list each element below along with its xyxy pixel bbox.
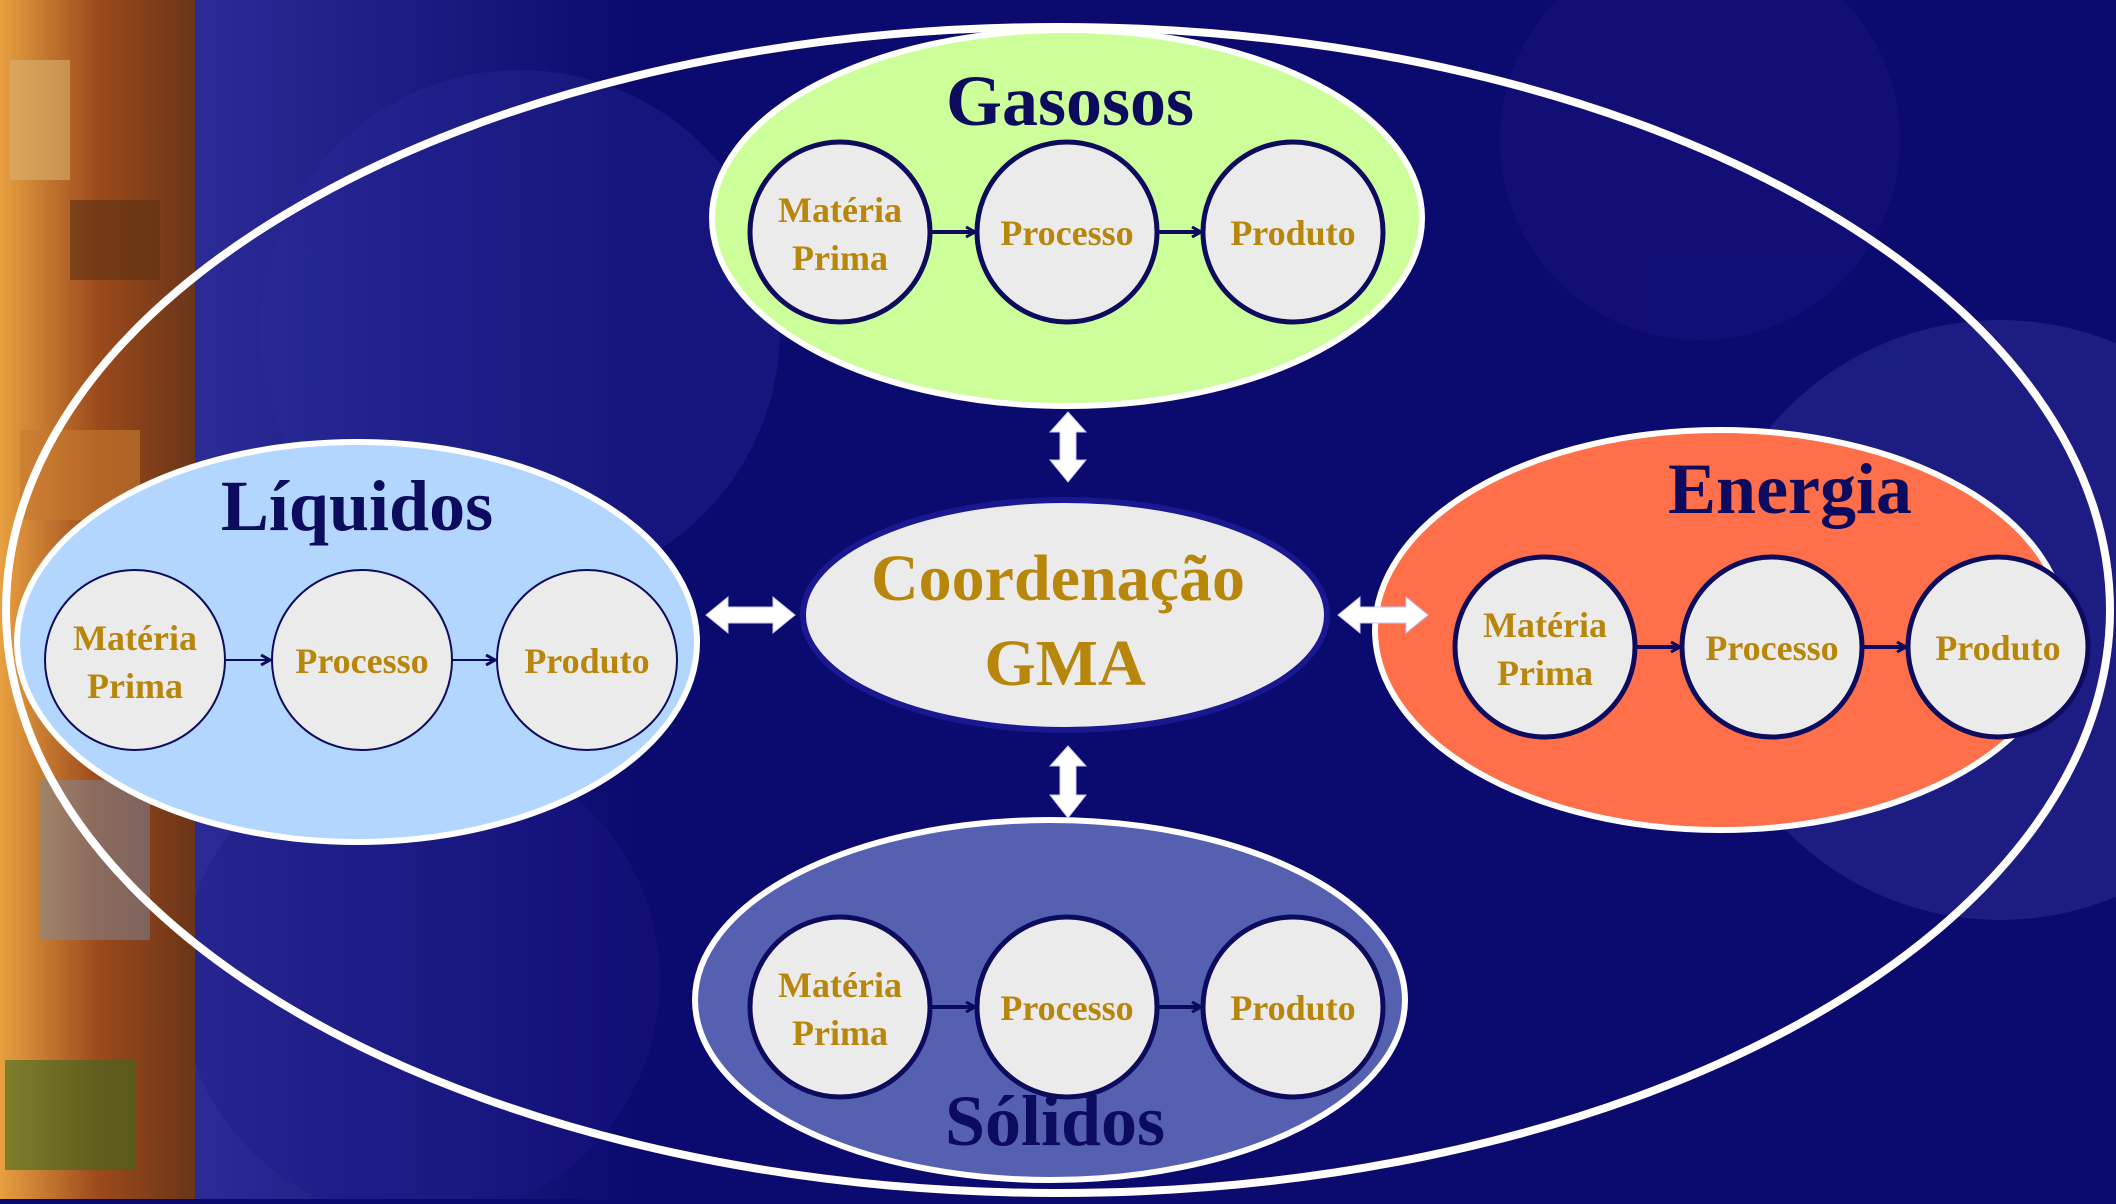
energia-processo-label: Processo (1705, 628, 1838, 668)
energia-produto-node (1905, 554, 2091, 740)
gasosos-processo-label: Processo (1000, 213, 1133, 253)
double-arrow-center-energia (1337, 595, 1429, 635)
center-label-line1: Coordenação (871, 542, 1245, 615)
solidos-processo-label: Processo (1000, 988, 1133, 1028)
energia-materia-prima-node (1452, 554, 1638, 740)
group-liquidos: Líquidos Matéria Prima Processo Produto (14, 439, 700, 845)
energia-produto-label: Produto (1935, 628, 2060, 668)
center-coordination: Coordenação GMA (800, 497, 1330, 733)
energia-title: Energia (1668, 449, 1912, 529)
solidos-materia-label-2: Prima (792, 1013, 888, 1053)
gasosos-materia-label-2: Prima (792, 238, 888, 278)
group-gasosos: Gasosos Matéria Prima Processo Produto (709, 27, 1425, 409)
center-label-line2: GMA (984, 627, 1146, 700)
solidos-produto-node (1200, 914, 1386, 1100)
solidos-materia-prima-node (747, 914, 933, 1100)
group-energia: Energia Matéria Prima Processo Produto (1372, 427, 2091, 833)
liquidos-materia-label-2: Prima (87, 666, 183, 706)
gasosos-produto-label: Produto (1230, 213, 1355, 253)
solidos-materia-label-1: Matéria (778, 965, 902, 1005)
liquidos-processo-label: Processo (295, 641, 428, 681)
gasosos-produto-node (1200, 139, 1386, 325)
liquidos-produto-label: Produto (524, 641, 649, 681)
double-arrow-center-gasosos (1048, 411, 1088, 483)
center-ellipse (800, 497, 1330, 733)
gasosos-materia-label-1: Matéria (778, 190, 902, 230)
solidos-title: Sólidos (945, 1081, 1165, 1161)
liquidos-materia-prima-node (44, 569, 226, 751)
liquidos-materia-label-1: Matéria (73, 618, 197, 658)
solidos-produto-label: Produto (1230, 988, 1355, 1028)
liquidos-produto-node (496, 569, 678, 751)
outer-boundary-ellipse (2, 23, 2114, 1197)
energia-materia-label-2: Prima (1497, 653, 1593, 693)
group-solidos: Matéria Prima Processo Produto Sólidos (692, 817, 1408, 1183)
double-arrow-center-liquidos (705, 595, 796, 635)
liquidos-title: Líquidos (221, 466, 493, 546)
gasosos-title: Gasosos (946, 61, 1194, 141)
energia-materia-label-1: Matéria (1483, 605, 1607, 645)
gasosos-materia-prima-node (747, 139, 933, 325)
double-arrow-center-solidos (1048, 745, 1088, 819)
